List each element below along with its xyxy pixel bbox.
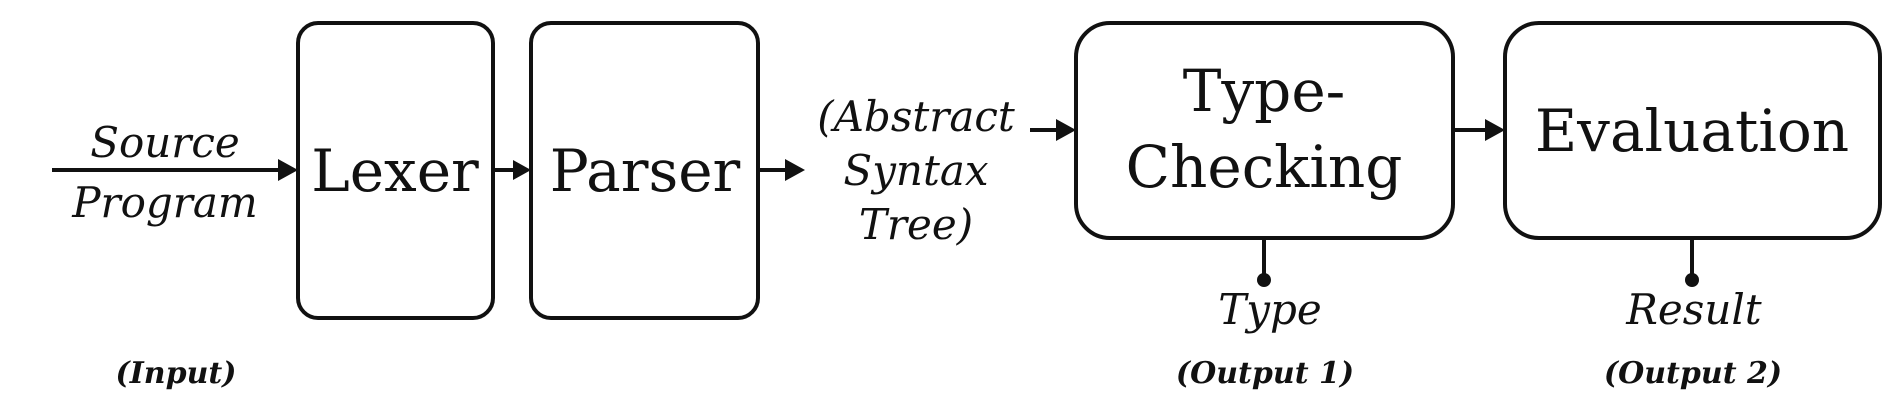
output1-tag: (Output 1): [1176, 356, 1354, 391]
evaluation-label: Evaluation: [1535, 97, 1849, 165]
typecheck-to-evaluation-arrow: [1453, 119, 1505, 141]
ast-label-line3: Tree): [859, 200, 973, 249]
lexer-label: Lexer: [311, 137, 479, 205]
type-output-connector: [1257, 238, 1271, 287]
source-label-line2: Program: [71, 178, 257, 227]
parser-to-ast-arrow: [758, 159, 805, 181]
ast-label-line2: Syntax: [843, 146, 988, 195]
source-label-line1: Source: [90, 118, 240, 167]
output2-tag: (Output 2): [1604, 356, 1782, 391]
ast-to-typecheck-arrow: [1030, 119, 1076, 141]
type-output-label: Type: [1218, 285, 1321, 334]
parser-label: Parser: [550, 137, 741, 205]
input-arrow: [52, 159, 298, 181]
result-output-connector: [1685, 238, 1699, 287]
typecheck-box: [1074, 21, 1455, 240]
typecheck-label-line2: Checking: [1126, 133, 1403, 201]
lexer-to-parser-arrow: [493, 160, 531, 180]
input-tag: (Input): [116, 356, 237, 391]
result-output-label: Result: [1625, 285, 1762, 334]
ast-label-line1: (Abstract: [817, 92, 1015, 141]
typecheck-label-line1: Type-: [1183, 57, 1346, 125]
